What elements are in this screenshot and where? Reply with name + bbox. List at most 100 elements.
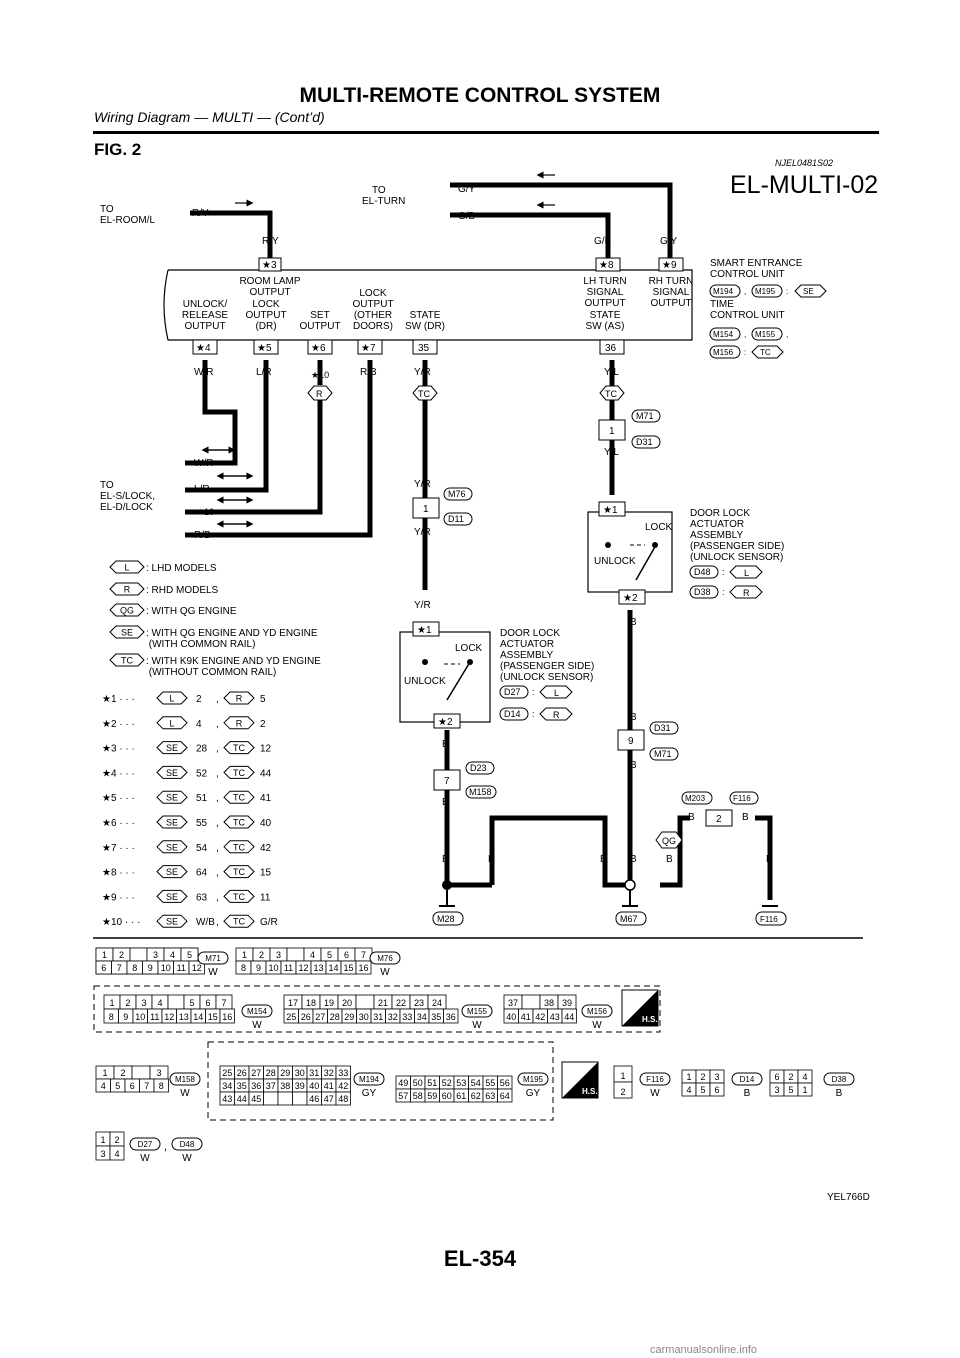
svg-text:★9: ★9 <box>662 260 677 271</box>
connector-name: M155 <box>467 1007 488 1016</box>
door-lock-actuator-lower: ★1 ★2 LOCK UNLOCK <box>399 621 491 729</box>
star-value-1: 2 <box>196 694 202 705</box>
option-tag <box>156 765 188 779</box>
option-tag <box>223 840 255 854</box>
pin-number: 2 <box>125 998 130 1008</box>
svg-text:M67: M67 <box>620 914 638 924</box>
connector-color: GY <box>526 1088 541 1099</box>
connector-color: W <box>472 1020 482 1031</box>
star-comma: , <box>216 744 219 755</box>
option-tag <box>156 889 188 903</box>
option-tag <box>156 914 188 928</box>
pin-number: 35 <box>237 1081 247 1091</box>
site-footer: carmanualsonline.info <box>650 1344 758 1356</box>
star-number: ★9 · · · <box>102 892 135 903</box>
pin-number: 30 <box>295 1068 305 1078</box>
svg-text:D38: D38 <box>694 587 711 597</box>
svg-text:Y/L: Y/L <box>604 447 619 458</box>
pin-number: 34 <box>417 1012 427 1022</box>
option-tag-label: L <box>169 694 174 704</box>
svg-text:W/R: W/R <box>194 458 213 469</box>
connector-color: W <box>380 967 390 978</box>
svg-text:R: R <box>316 389 323 399</box>
option-tag-label: R <box>124 585 131 595</box>
option-tag-label: TC <box>121 656 133 666</box>
star-number: ★7 · · · <box>102 843 135 854</box>
pin-number: 19 <box>324 998 334 1008</box>
pin-number: 2 <box>259 950 264 960</box>
svg-text:★4: ★4 <box>196 343 211 354</box>
pin-cell <box>497 1088 513 1103</box>
svg-text:M195: M195 <box>755 287 776 296</box>
option-tag <box>223 716 255 730</box>
legend-text: : WITH QG ENGINE <box>146 606 237 617</box>
option-tag-label: L <box>169 718 174 728</box>
option-tag-label: TC <box>233 818 245 828</box>
svg-text:D11: D11 <box>448 514 464 524</box>
star-value-2: 44 <box>260 768 272 779</box>
pin-cell <box>355 960 372 975</box>
connector-name-tag <box>171 1137 203 1151</box>
pin-number: 24 <box>432 998 442 1008</box>
svg-text:L: L <box>744 568 749 578</box>
pin-number: 14 <box>193 1012 203 1022</box>
pin-number: 61 <box>456 1091 466 1101</box>
svg-text:G/Y: G/Y <box>458 184 476 195</box>
svg-text:7: 7 <box>444 776 450 787</box>
connector-name: M156 <box>587 1007 608 1016</box>
pin-number: 9 <box>256 963 261 973</box>
pin-number: 9 <box>123 1012 128 1022</box>
svg-text:M194: M194 <box>713 287 734 296</box>
pin-number: 10 <box>268 963 278 973</box>
option-tag-label: TC <box>233 768 245 778</box>
control-unit-box <box>163 269 693 341</box>
pin-number: 55 <box>485 1078 495 1088</box>
pin-number: 41 <box>324 1081 334 1091</box>
pin-cell <box>335 1091 351 1106</box>
hs-icon <box>562 1062 598 1098</box>
option-tag <box>156 790 188 804</box>
connector-name-tag <box>197 951 229 965</box>
svg-text:★6: ★6 <box>311 343 326 354</box>
svg-text::: : <box>744 348 746 357</box>
pin-number: 10 <box>135 1012 145 1022</box>
option-tag <box>156 716 188 730</box>
pin-number: 1 <box>802 1085 807 1095</box>
option-tag <box>223 914 255 928</box>
star-value-2: 42 <box>260 843 272 854</box>
star-value-2: 5 <box>260 694 266 705</box>
svg-text:L: L <box>554 688 559 698</box>
svg-text:LOCK: LOCK <box>455 643 483 654</box>
pin-number: 7 <box>221 998 226 1008</box>
pin-number: 2 <box>119 950 124 960</box>
option-tag-label: TC <box>233 867 245 877</box>
connector-separator: , <box>164 1141 167 1153</box>
connector-color: GY <box>362 1088 377 1099</box>
svg-text:TC: TC <box>760 348 771 357</box>
svg-text:36: 36 <box>605 343 617 354</box>
svg-text:35: 35 <box>418 343 430 354</box>
svg-text:M158: M158 <box>469 787 492 797</box>
pin-number: 2 <box>700 1072 705 1082</box>
option-tag-label: SE <box>121 628 133 638</box>
pin-number: 12 <box>164 1012 174 1022</box>
svg-text:B: B <box>688 812 695 823</box>
svg-text:B: B <box>630 854 637 865</box>
svg-text:★1: ★1 <box>417 625 432 636</box>
svg-text:2: 2 <box>716 814 722 825</box>
pin-number: 8 <box>109 1012 114 1022</box>
svg-text:★2: ★2 <box>438 717 453 728</box>
svg-text:9: 9 <box>628 736 634 747</box>
option-tag <box>223 815 255 829</box>
option-tag <box>156 691 188 705</box>
option-tag-label: SE <box>166 743 178 753</box>
pin-number: 48 <box>338 1094 348 1104</box>
pin-number: 39 <box>562 998 572 1008</box>
